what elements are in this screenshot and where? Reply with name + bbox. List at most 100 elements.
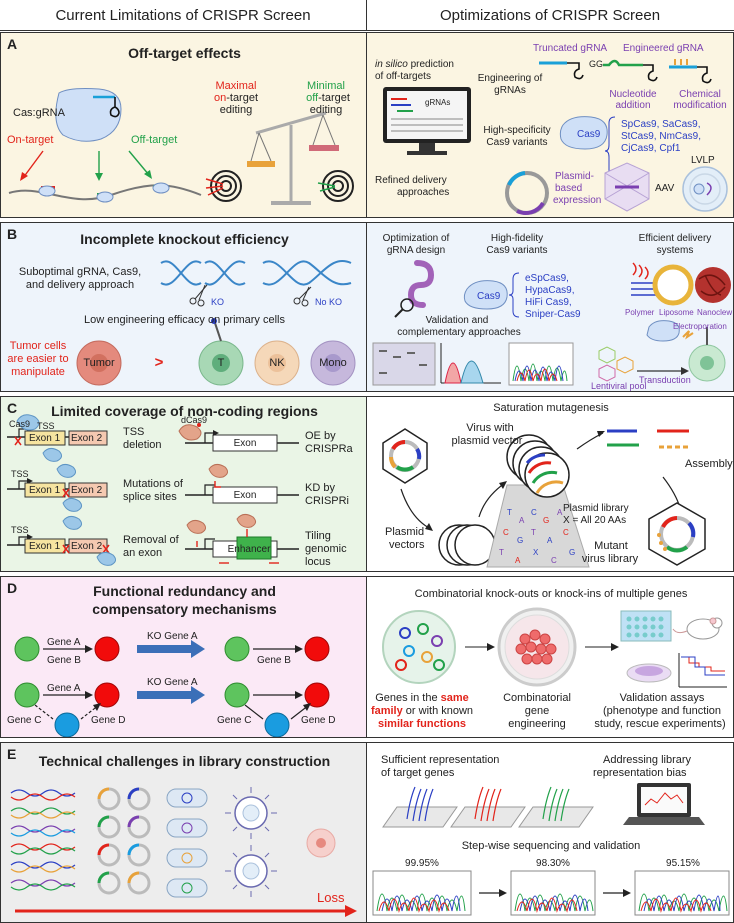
insilico-rest: prediction — [410, 59, 454, 70]
panel-d-right-art — [382, 607, 727, 688]
panel-e-title: Technical challenges in library construc… — [38, 753, 331, 769]
exon1-label-1: Exon 1 — [29, 433, 61, 444]
panel-b-right: Optimization of gRNA design High-fidelit… — [366, 222, 734, 392]
maximal-label: Maximal — [215, 80, 257, 92]
genes-line-2: family or with known — [367, 706, 477, 717]
aav-label: AAV — [655, 183, 675, 194]
tss-deletion-2: deletion — [123, 439, 162, 451]
panel-letter-a: A — [7, 36, 18, 52]
exon-label-kd: Exon — [233, 490, 257, 501]
nanoclew-label: Nanoclew — [697, 308, 733, 317]
sequencing-slides — [382, 786, 594, 828]
opt-grna-1: Optimization of — [382, 233, 450, 244]
svg-text:C: C — [563, 528, 569, 537]
gene-a-2: Gene A — [47, 683, 81, 694]
panel-letter-d: D — [7, 580, 18, 596]
saturation-label: Saturation mutagenesis — [493, 402, 609, 414]
panel-d-right: Combinatorial knock-outs or knock-ins of… — [366, 576, 734, 738]
of-offtargets-label: of off-targets — [375, 71, 431, 82]
target-suffix-1: -target — [226, 92, 259, 104]
ko-gene-a-2: KO Gene A — [147, 677, 198, 688]
on-target-label: On-target — [7, 134, 54, 146]
virus-vector-1: Virus with — [466, 422, 514, 434]
cge-1: Combinatorial — [503, 692, 571, 704]
modification-label: modification — [673, 100, 727, 111]
on-target-editing: on-target — [197, 93, 275, 104]
panel-letter-b: B — [7, 226, 18, 242]
ko-label: KO — [211, 297, 225, 307]
panel-a-right: in silico prediction of off-targets gRNA… — [366, 32, 734, 218]
engineered-grna-label: Engineered gRNA — [623, 43, 704, 54]
petri-dish-icon — [626, 663, 672, 683]
gene-b-2: Gene B — [257, 655, 291, 666]
panel-e-right: Sufficient representation of target gene… — [366, 742, 734, 923]
plasmid-library-2: X = All 20 AAs — [563, 515, 627, 526]
survival-curve-icon — [678, 653, 727, 688]
lvlp-label: LVLP — [691, 155, 715, 166]
chemical-label: Chemical — [679, 89, 721, 100]
panel-e-left: E Technical challenges in library constr… — [0, 742, 367, 923]
transduction-label: Transduction — [639, 375, 691, 385]
low-efficacy-label: Low engineering efficacy on primary cell… — [84, 314, 285, 326]
mutant-virus-2: virus library — [581, 553, 639, 565]
suboptimal-line1: Suboptimal gRNA, Cas9, — [18, 266, 142, 278]
hf-label-1: High-fidelity — [490, 233, 544, 244]
cas9-c-label: Cas9 — [9, 419, 31, 429]
exon2-label-2: Exon 2 — [71, 485, 103, 496]
expression-label: expression — [553, 195, 602, 206]
hf-label-2: Cas9 variants — [486, 245, 548, 256]
tss-deletion-1: TSS — [123, 426, 145, 438]
hf-variant-3: HiFi Cas9, — [525, 297, 572, 308]
eff-delivery-1: Efficient delivery — [638, 233, 712, 244]
engineering-label: Engineering of — [477, 73, 543, 84]
nucleotide-label: Nucleotide — [609, 89, 657, 100]
tiling-2: genomic — [305, 543, 347, 555]
tumor-easy-2: are easier to — [7, 353, 69, 365]
scissors-icon — [189, 284, 208, 307]
header-right: Optimizations of CRISPR Screen — [366, 0, 734, 31]
based-label: based — [555, 183, 583, 194]
minimal-label: Minimal — [307, 80, 345, 92]
hexagon-plasmid-2 — [648, 502, 706, 566]
genes-line-1: Genes in the same — [367, 693, 477, 704]
off-word: off — [306, 92, 319, 104]
svg-text:X: X — [533, 548, 539, 557]
target-icon-red — [205, 170, 242, 202]
insilico-label: in silico prediction — [375, 59, 454, 70]
eff-delivery-2: systems — [656, 245, 694, 256]
panel-b-left: B Incomplete knockout efficiency — [0, 222, 367, 392]
header-left: Current Limitations of CRISPR Screen — [0, 0, 367, 31]
panel-d-left: D Functional redundancy and compensatory… — [0, 576, 367, 738]
virus-vector-2: plasmid vector — [451, 435, 523, 447]
cas9-b-label: Cas9 — [477, 291, 501, 302]
svg-text:C: C — [531, 508, 537, 517]
gene-d-2: Gene D — [301, 715, 336, 726]
monitor-icon — [383, 87, 471, 155]
kd-label-1: KD by — [305, 482, 335, 494]
greater-than: > — [154, 354, 164, 371]
gene-c-1: Gene C — [7, 715, 42, 726]
svg-text:C: C — [503, 528, 509, 537]
panel-b-left-art — [76, 260, 356, 386]
panel-e-left-art — [10, 787, 357, 917]
chromatogram-3 — [634, 870, 730, 916]
approaches-label: approaches — [397, 187, 450, 198]
sufficient-1: Sufficient representation — [381, 754, 500, 766]
cge-3: engineering — [508, 718, 566, 730]
liposome-icon — [652, 264, 694, 306]
scissors-icon-2 — [293, 286, 312, 307]
svg-text:A: A — [547, 536, 553, 545]
svg-text:A: A — [557, 508, 563, 517]
on-word: on — [213, 92, 227, 104]
insilico-italic: in silico — [375, 59, 408, 70]
cas-grna-label: Cas:gRNA — [13, 107, 65, 119]
panel-c-left: C Limited coverage of non-coding regions — [0, 396, 367, 572]
svg-text:T: T — [531, 528, 536, 537]
tss-label-1: TSS — [37, 421, 55, 431]
plasmid-label: Plasmid- — [555, 171, 594, 182]
editing-label-2: editing — [309, 104, 343, 116]
target-icon-green — [317, 170, 354, 202]
known-words: or with known — [405, 705, 474, 717]
